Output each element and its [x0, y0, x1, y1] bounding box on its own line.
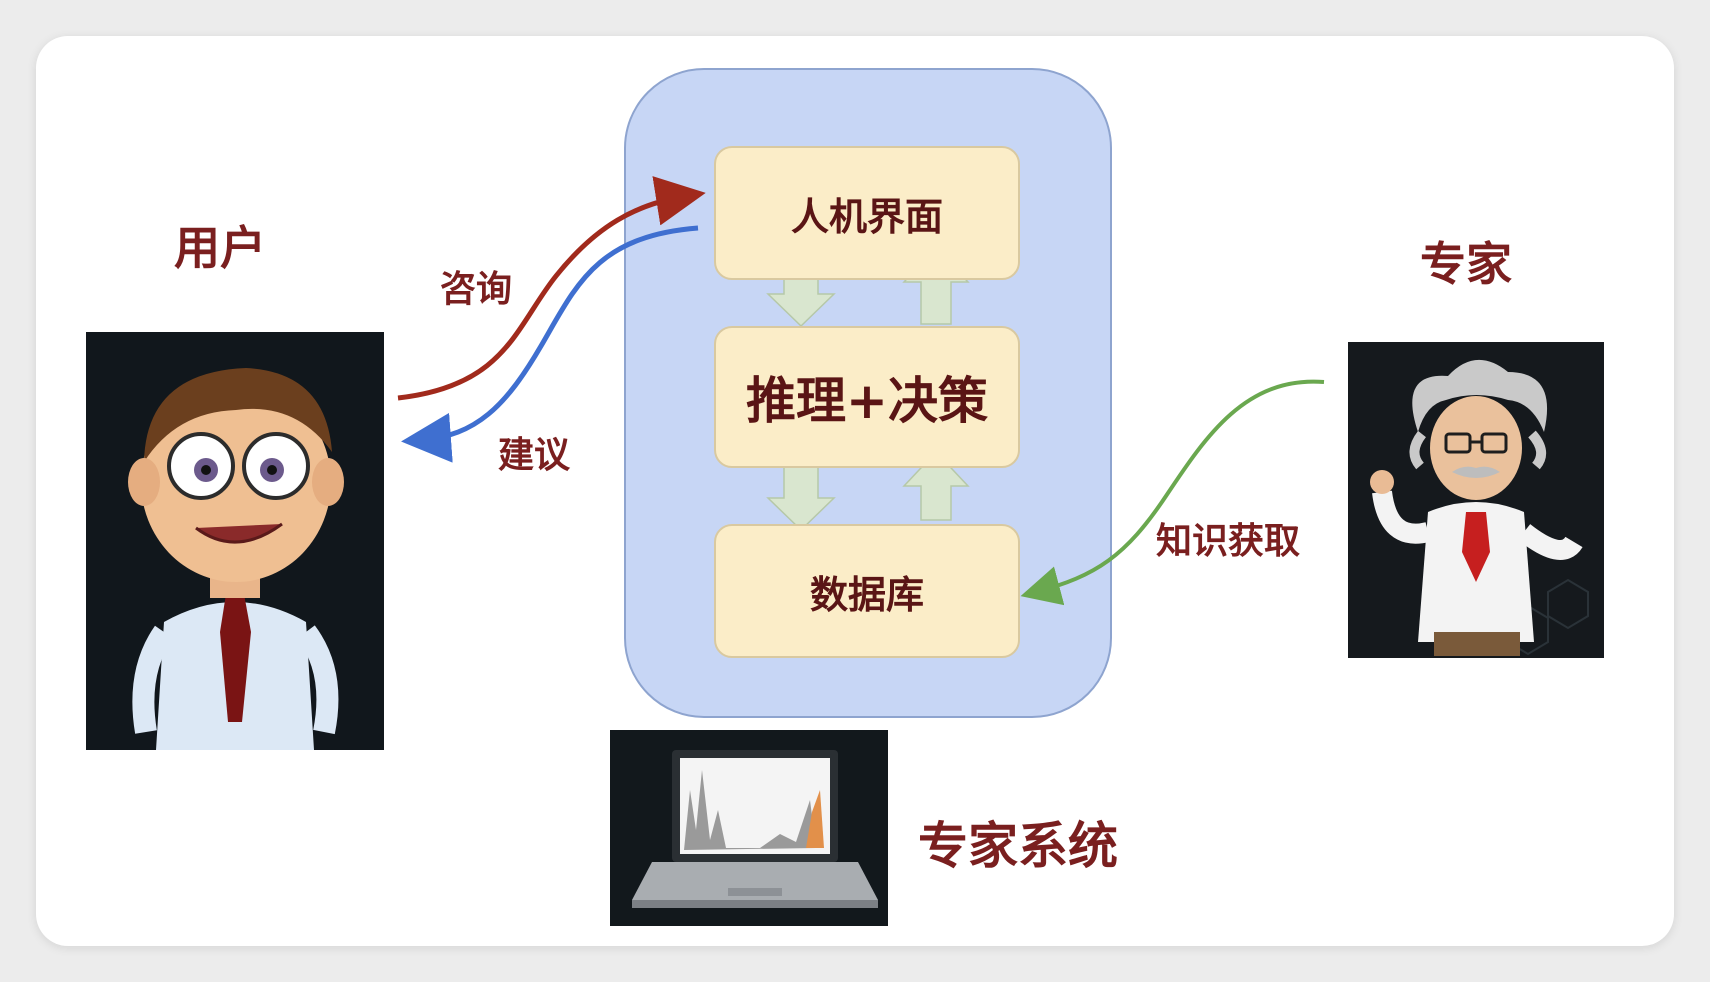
- down-arrow-reasoning-database: [766, 465, 836, 532]
- consult-label: 咨询: [440, 269, 513, 310]
- interface-box: 人机界面: [714, 146, 1020, 280]
- cartoon-scientist-icon: [1348, 342, 1604, 658]
- cartoon-man-icon: [86, 332, 384, 750]
- database-label: 数据库: [809, 572, 924, 617]
- expert-system-label: 专家系统: [918, 817, 1118, 875]
- interface-label: 人机界面: [790, 194, 943, 239]
- knowledge-acquisition-label: 知识获取: [1156, 521, 1301, 562]
- expert-label: 专家: [1420, 237, 1512, 291]
- advice-label: 建议: [498, 435, 571, 476]
- diagram-card: 人机界面 推理+决策 数据库 用户 专家 咨询 建议 知识获取 专家系统: [36, 36, 1674, 946]
- up-arrow-database-reasoning: [902, 450, 970, 521]
- advice-arrow: [401, 225, 699, 463]
- knowledge-arrow: [1020, 379, 1325, 606]
- laptop-chart-icon: [610, 730, 888, 926]
- reasoning-box: 推理+决策: [714, 326, 1020, 468]
- expert-avatar: [1348, 342, 1604, 658]
- user-avatar: [86, 332, 384, 750]
- system-avatar: [610, 730, 888, 926]
- consult-arrow: [397, 176, 706, 401]
- reasoning-label: 推理+决策: [746, 372, 988, 430]
- flow-arrows: [397, 176, 1325, 606]
- database-box: 数据库: [714, 524, 1020, 658]
- user-label: 用户: [174, 221, 266, 275]
